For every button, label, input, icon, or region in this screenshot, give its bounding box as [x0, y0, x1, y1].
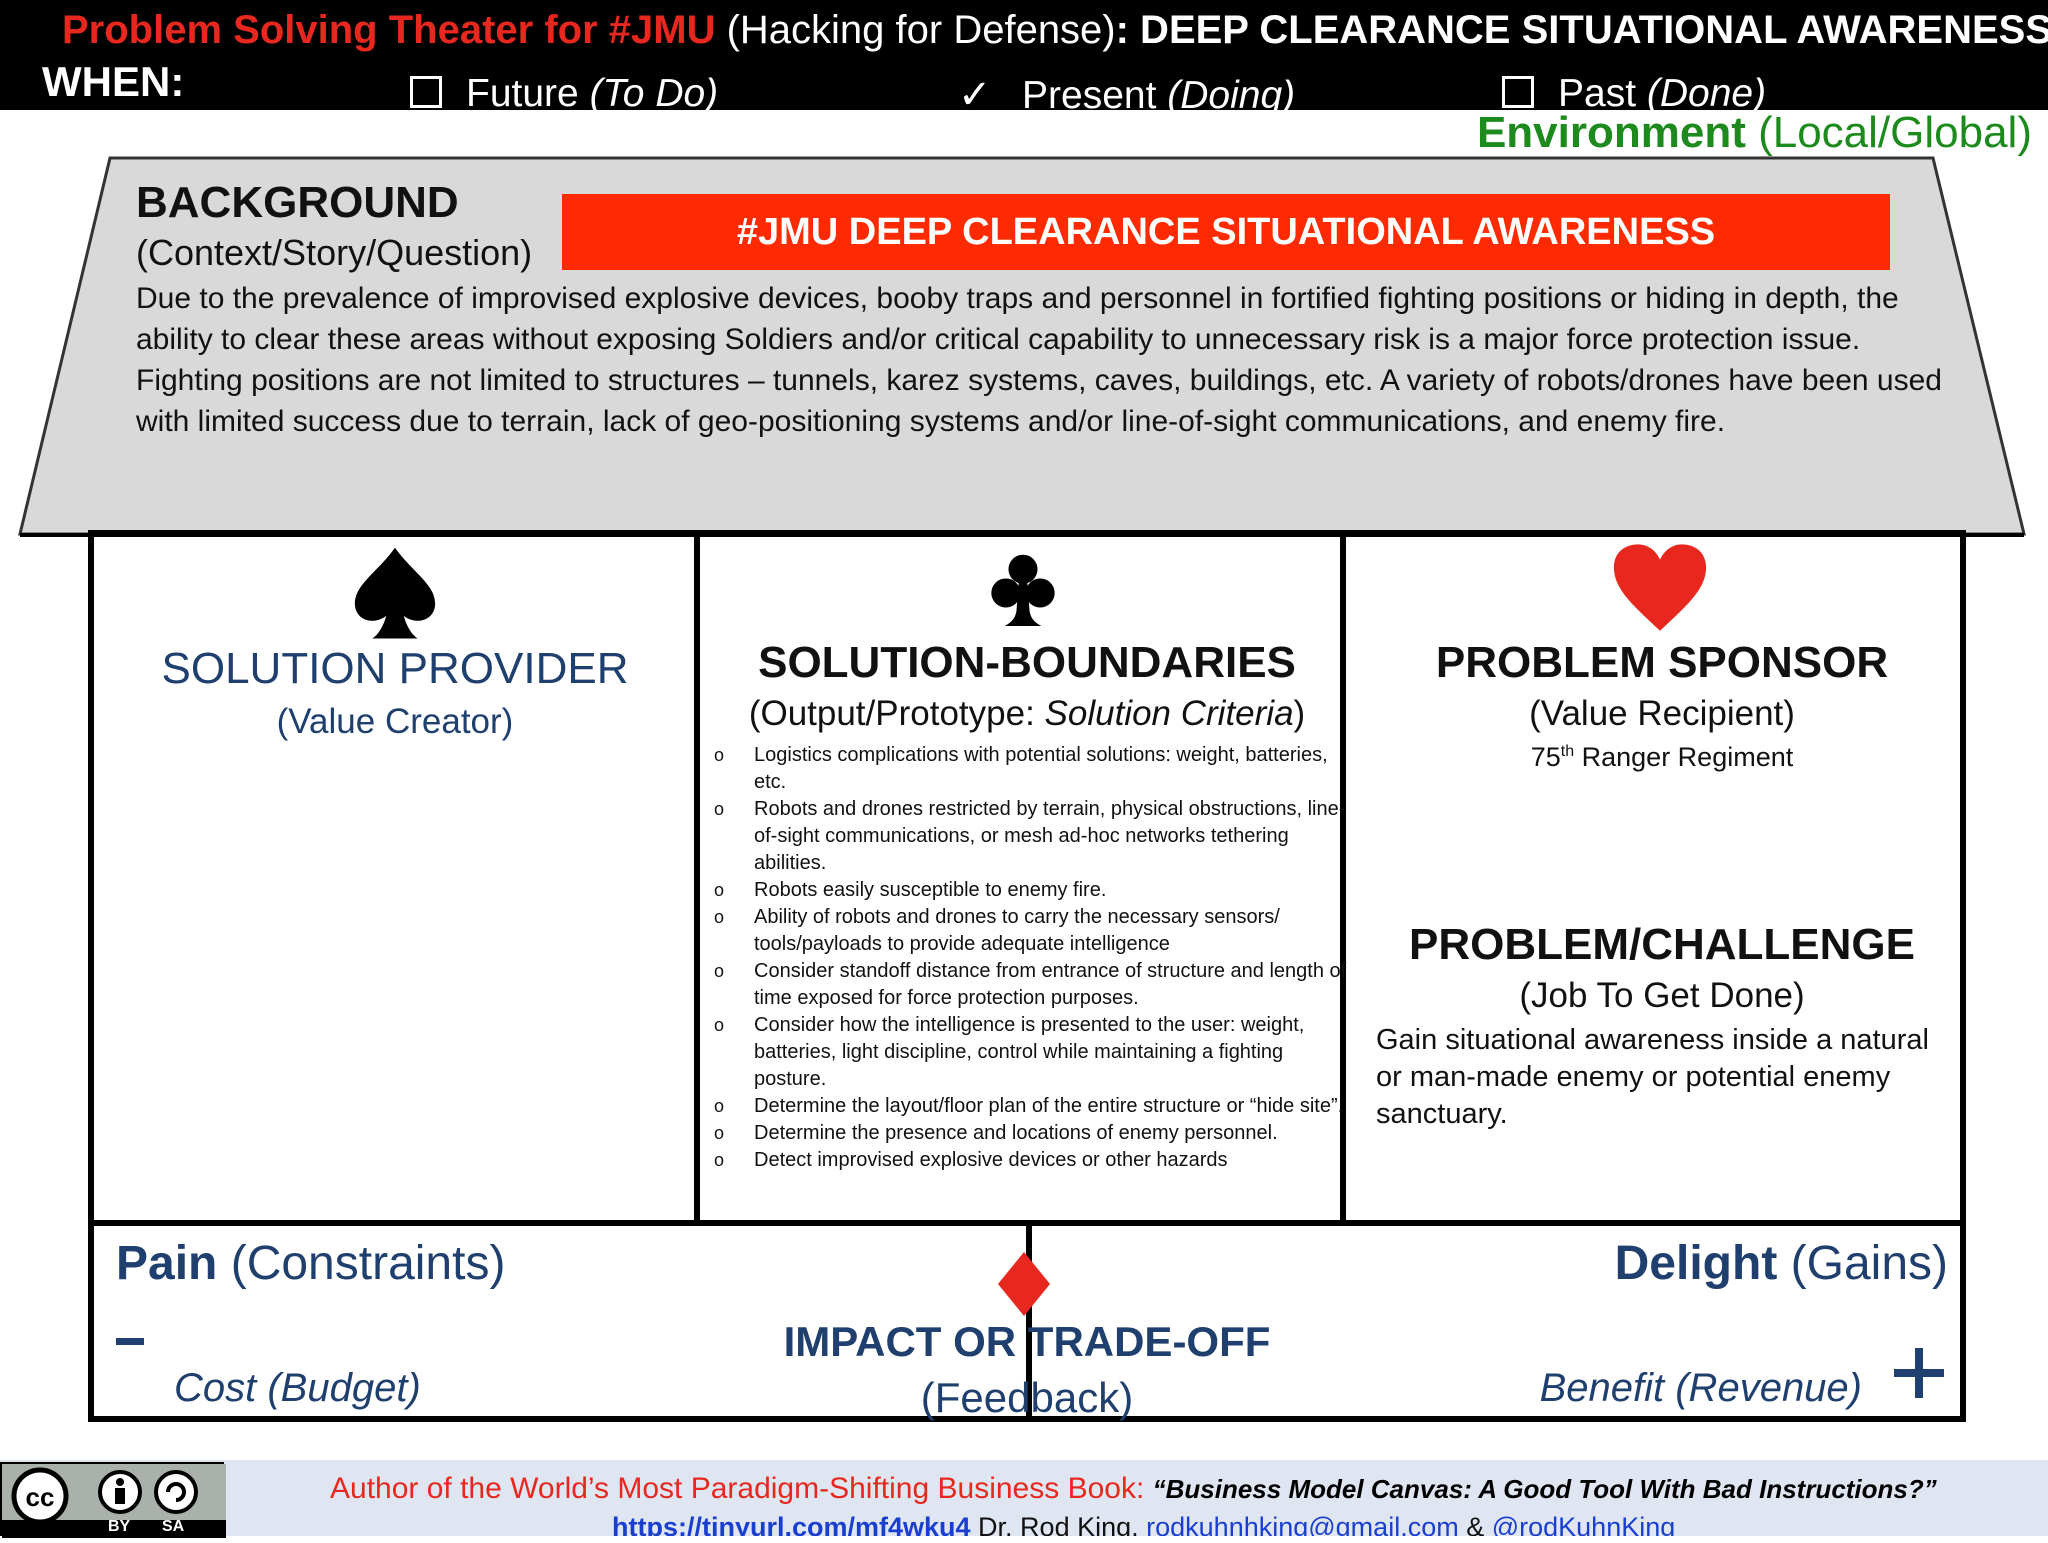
tinyurl-link[interactable]: https://tinyurl.com/mf4wku4 — [612, 1512, 971, 1536]
checkbox-empty-icon[interactable] — [410, 76, 442, 108]
option-past[interactable]: Past (Done) — [1502, 72, 1766, 110]
delight-label: Delight (Gains) — [1615, 1236, 1948, 1291]
unit-number: 75 — [1530, 742, 1561, 772]
environment-rest: (Local/Global) — [1745, 108, 2032, 157]
minus-icon — [116, 1338, 144, 1345]
list-item: Consider how the intelligence is present… — [712, 1012, 1348, 1093]
sb-sub-italic: Solution Criteria — [1044, 694, 1294, 733]
problem-sponsor-subtitle: (Value Recipient) — [1529, 694, 1795, 733]
header-bar — [0, 0, 2048, 110]
twitter-handle-link[interactable]: @rodKuhnKing — [1491, 1512, 1676, 1536]
spade-icon — [354, 547, 436, 639]
when-label: WHEN: — [42, 58, 185, 105]
svg-text:cc: cc — [26, 1482, 55, 1512]
solution-boundaries-subtitle: (Output/Prototype: Solution Criteria) — [702, 694, 1352, 734]
list-item: Robots easily susceptible to enemy fire. — [712, 877, 1348, 904]
ampersand: & — [1458, 1512, 1492, 1536]
project-banner: #JMU DEEP CLEARANCE SITUATIONAL AWARENES… — [562, 194, 1890, 270]
book-title: “Business Model Canvas: A Good Tool With… — [1152, 1474, 1937, 1504]
title-mid-part: (Hacking for Defense) — [715, 8, 1116, 52]
list-item: Ability of robots and drones to carry th… — [712, 904, 1348, 958]
list-item: Determine the layout/floor plan of the e… — [712, 1093, 1348, 1120]
problem-challenge-title: PROBLEM/CHALLENGE — [1409, 920, 1915, 969]
problem-challenge-subtitle: (Job To Get Done) — [1519, 976, 1805, 1015]
divider-impact — [1026, 1224, 1032, 1420]
heart-icon — [1613, 544, 1707, 631]
solution-boundaries-title: SOLUTION-BOUNDARIES — [758, 638, 1296, 687]
list-item: Detect improvised explosive devices or o… — [712, 1147, 1348, 1174]
unit-name: Ranger Regiment — [1574, 742, 1794, 772]
delight-rest: (Gains) — [1777, 1237, 1948, 1290]
benefit-label: Benefit (Revenue) — [1539, 1366, 1862, 1410]
cc-by-sa-icon: cc — [2, 1464, 226, 1538]
title-bold-part: : DEEP CLEARANCE SITUATIONAL AWARENESS — [1115, 8, 2048, 52]
title-red-part: Problem Solving Theater for #JMU — [62, 8, 716, 52]
solution-criteria-list: Logistics complications with potential s… — [712, 742, 1348, 1174]
option-future-italic: (To Do) — [589, 72, 719, 110]
pain-bold: Pain — [116, 1237, 218, 1290]
pain-label: Pain (Constraints) — [116, 1236, 505, 1291]
page-title: Problem Solving Theater for #JMU (Hackin… — [62, 8, 2048, 53]
option-future-label: Future — [466, 72, 590, 110]
background-heading: BACKGROUND — [136, 178, 459, 227]
impact-subtitle: (Feedback) — [920, 1374, 1134, 1421]
option-future[interactable]: Future (To Do) — [410, 72, 718, 110]
option-present-italic: (Doing) — [1167, 74, 1296, 110]
email-link[interactable]: rodkuhnhking@gmail.com — [1146, 1512, 1459, 1536]
solution-provider-title: SOLUTION PROVIDER — [161, 644, 629, 693]
delight-bold: Delight — [1614, 1237, 1778, 1290]
divider-left — [694, 530, 700, 1224]
divider-horizontal — [88, 1220, 1966, 1226]
sponsor-unit: 75th Ranger Regiment — [1352, 742, 1972, 773]
background-subheading: (Context/Story/Question) — [136, 232, 533, 273]
problem-sponsor-title: PROBLEM SPONSOR — [1435, 638, 1889, 687]
contact-line: https://tinyurl.com/mf4wku4 Dr. Rod King… — [612, 1512, 1675, 1536]
license-sa-text: SA — [162, 1518, 185, 1535]
option-present-label: Present — [1022, 74, 1168, 110]
problem-challenge-body: Gain situational awareness inside a natu… — [1376, 1024, 1929, 1130]
club-icon — [991, 554, 1055, 626]
footer-bar — [0, 1460, 2048, 1536]
impact-title: IMPACT OR TRADE-OFF — [783, 1318, 1271, 1365]
option-past-label: Past — [1558, 72, 1647, 110]
license-badge[interactable]: cc BY SA — [0, 1462, 226, 1538]
cost-label: Cost (Budget) — [174, 1366, 421, 1410]
list-item: Logistics complications with potential s… — [712, 742, 1348, 796]
sb-sub-end: ) — [1293, 694, 1306, 733]
author-line: Author of the World’s Most Paradigm-Shif… — [330, 1472, 1937, 1506]
pain-rest: (Constraints) — [217, 1237, 506, 1290]
checkbox-empty-icon[interactable] — [1502, 76, 1534, 108]
author-text: Author of the World’s Most Paradigm-Shif… — [330, 1472, 1153, 1505]
diamond-icon — [998, 1252, 1050, 1316]
background-body: Due to the prevalence of improvised expl… — [136, 282, 1942, 438]
environment-bold: Environment — [1476, 108, 1746, 157]
solution-provider-subtitle: (Value Creator) — [276, 702, 514, 741]
author-name: Dr. Rod King, — [970, 1512, 1147, 1536]
sb-sub-plain: (Output/Prototype: — [748, 694, 1045, 733]
option-present[interactable]: ✓ Present (Doing) — [958, 72, 1295, 110]
list-item: Consider standoff distance from entrance… — [712, 958, 1348, 1012]
option-past-italic: (Done) — [1646, 72, 1767, 110]
plus-icon — [1894, 1348, 1944, 1398]
list-item: Robots and drones restricted by terrain,… — [712, 796, 1348, 877]
unit-suffix: th — [1560, 743, 1575, 760]
list-item: Determine the presence and locations of … — [712, 1120, 1348, 1147]
license-by-text: BY — [108, 1518, 131, 1535]
checkmark-icon[interactable]: ✓ — [958, 73, 992, 110]
environment-label: Environment (Local/Global) — [1477, 108, 2032, 158]
